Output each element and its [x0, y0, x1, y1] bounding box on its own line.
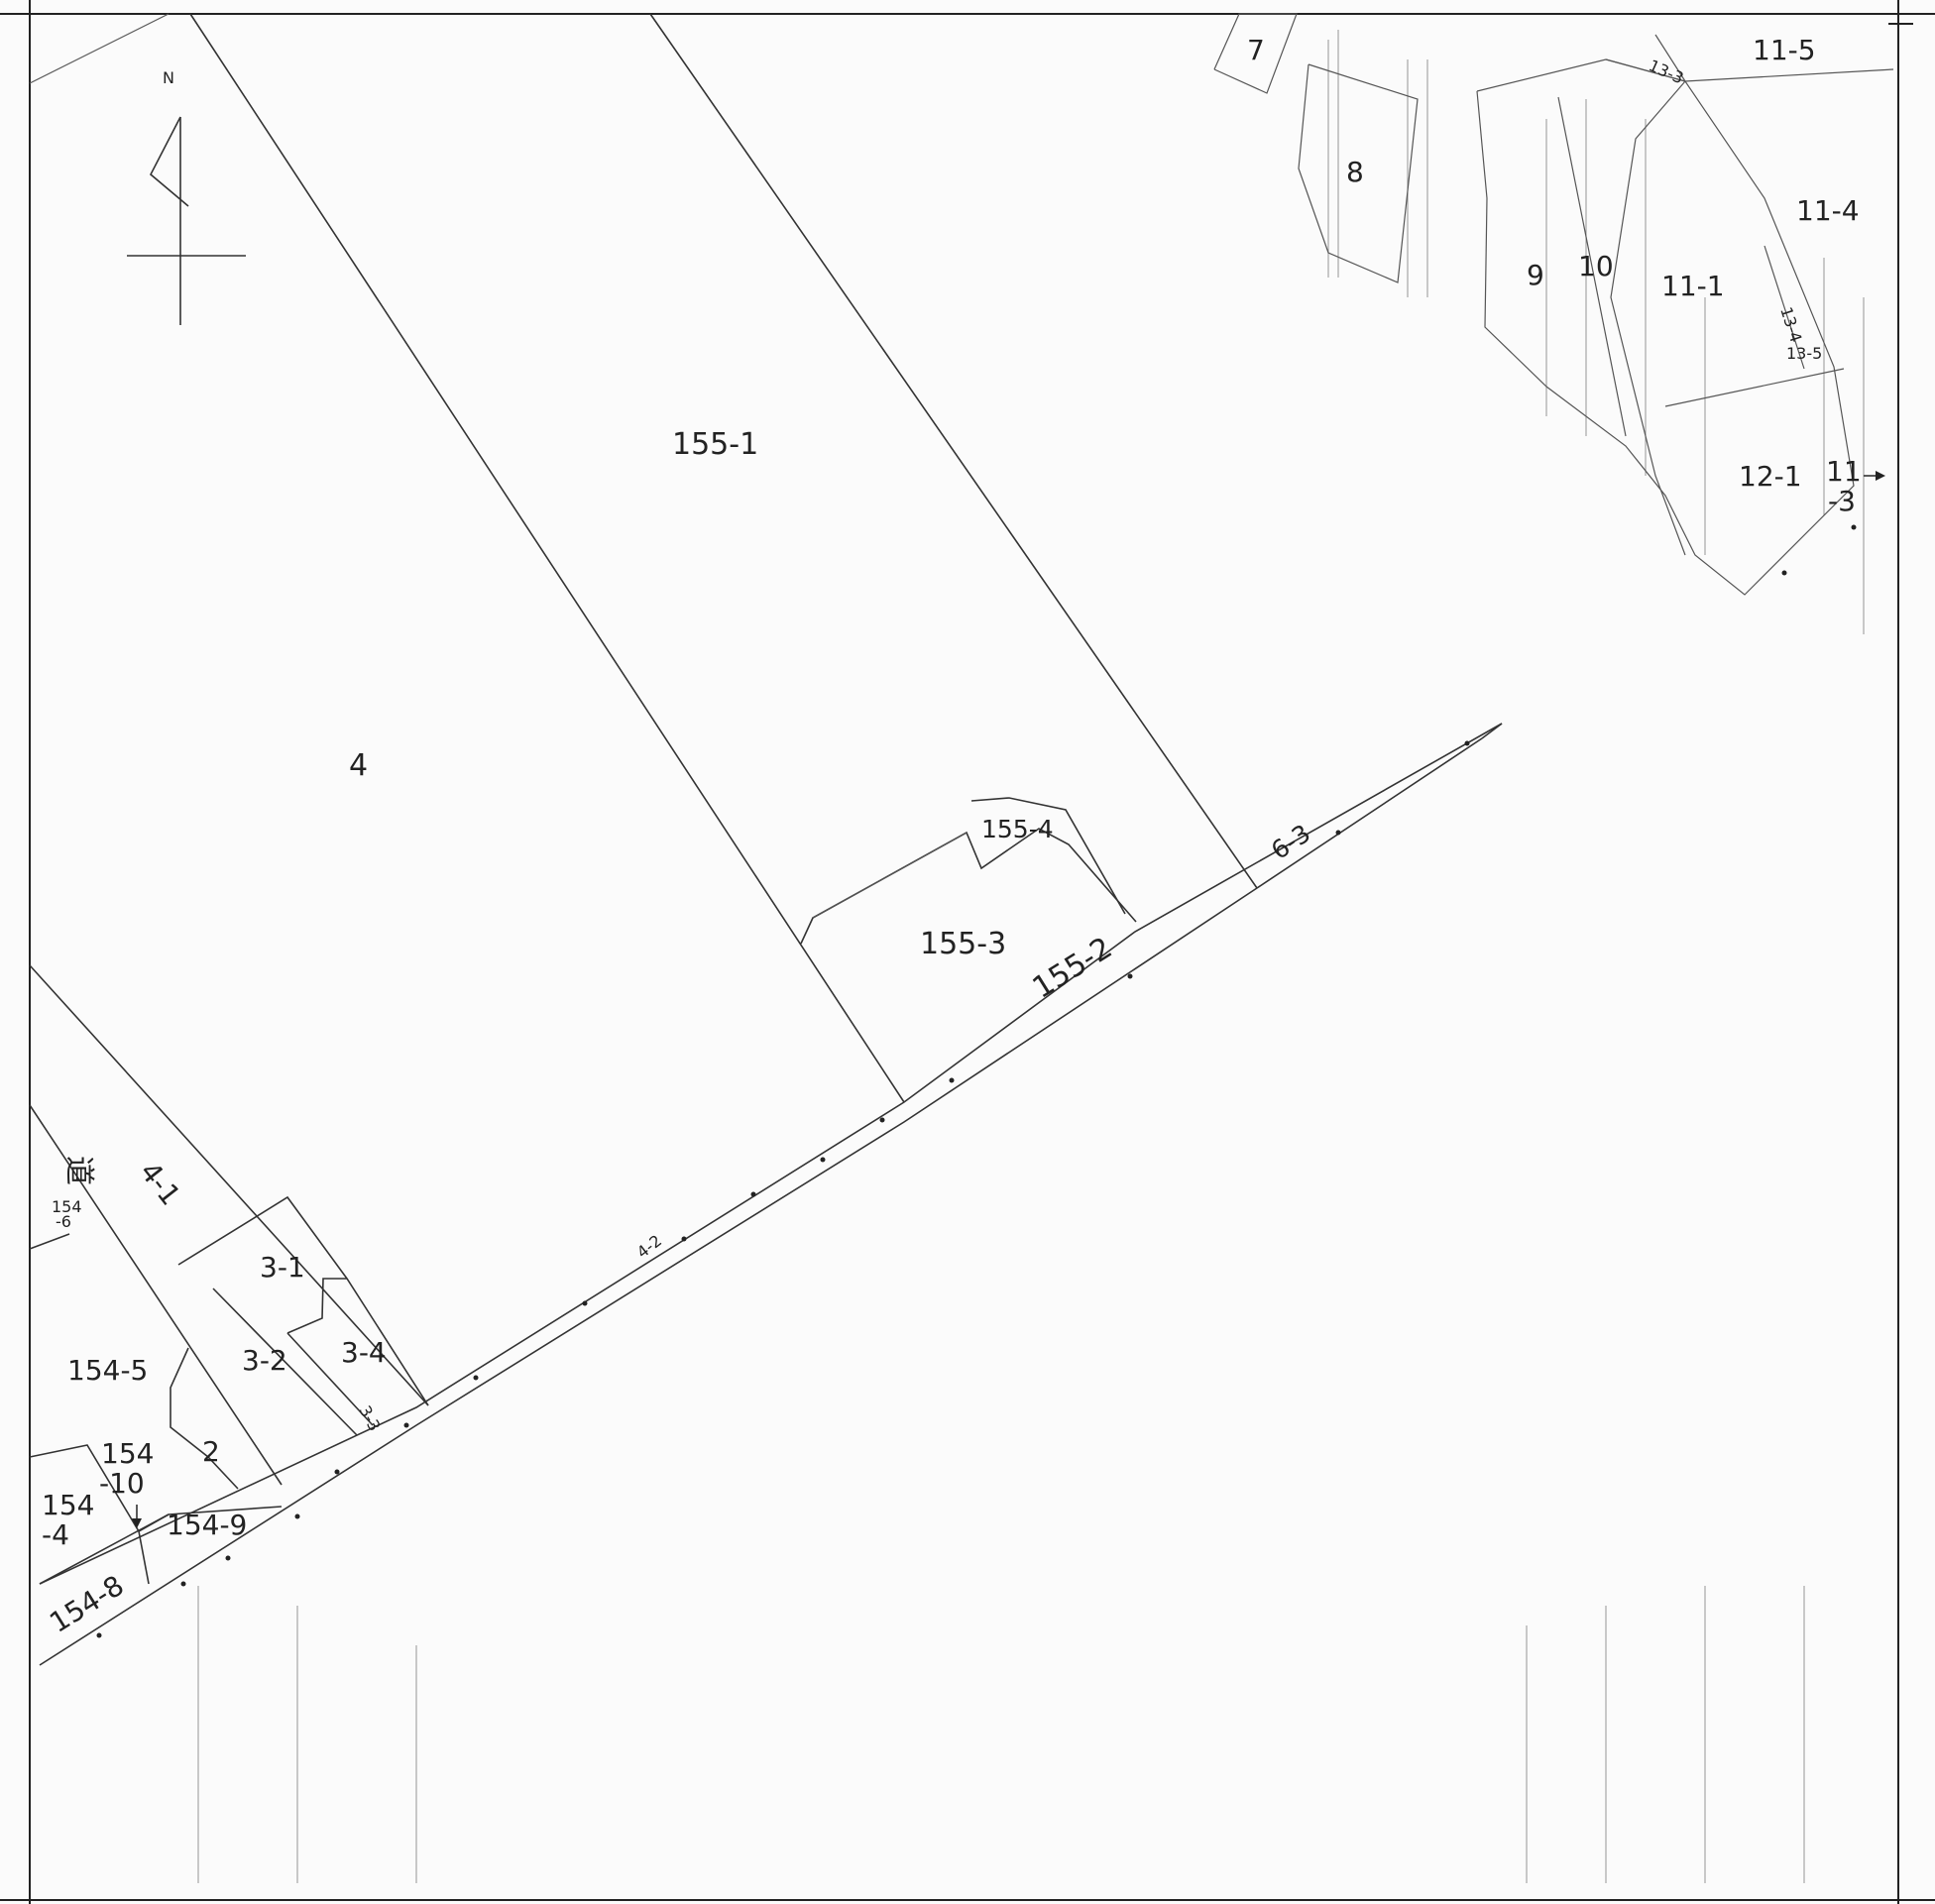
- parcel-label-154-10-top: 154: [101, 1437, 154, 1470]
- parcel-label-11-5: 11-5: [1753, 34, 1816, 66]
- parcel-boundaries: [29, 13, 1894, 1666]
- leader-arrows: [132, 471, 1885, 1528]
- parcel-label-10: 10: [1578, 250, 1614, 282]
- parcel-label-155-4: 155-4: [981, 815, 1054, 843]
- north-label: N: [163, 68, 174, 87]
- parcel-label-154-8: 154-8: [44, 1569, 129, 1639]
- parcel-label-13-3: 13-3: [1646, 56, 1686, 87]
- parcel-label-155-3: 155-3: [920, 927, 1006, 961]
- parcel-label-13-4: 13-4: [1776, 304, 1805, 344]
- parcel-label-6-3: 6-3: [1266, 819, 1315, 865]
- parcel-label-7: 7: [1247, 34, 1265, 66]
- parcel-label-4-2: 4-2: [633, 1231, 665, 1262]
- parcel-label-11-3-top: 11: [1826, 455, 1862, 488]
- parcel-label-4-1: 4-1: [133, 1156, 186, 1211]
- parcel-label-4: 4: [349, 748, 368, 783]
- road-survey-points: [96, 524, 1857, 1638]
- parcel-label-154-6-bottom: -6: [56, 1212, 71, 1231]
- parcel-label-3-4: 3-4: [341, 1336, 387, 1369]
- north-arrow-icon: [127, 116, 246, 325]
- parcel-label-3-1: 3-1: [260, 1251, 305, 1284]
- parcel-labels: N 155-1 155-2 155-3 155-4 4 4-1 4-2 6-3 …: [42, 34, 1862, 1639]
- parcel-label-12-1: 12-1: [1739, 460, 1802, 493]
- parcel-label-9: 9: [1527, 259, 1544, 291]
- parcel-label-154-4-bottom: -4: [42, 1518, 69, 1551]
- road-label: 道: [61, 1156, 96, 1185]
- parcel-label-8: 8: [1346, 156, 1364, 188]
- parcel-label-155-2: 155-2: [1027, 931, 1118, 1006]
- parcel-label-154-9: 154-9: [167, 1509, 247, 1541]
- parcel-label-11-1: 11-1: [1661, 270, 1725, 302]
- parcel-label-154-6-top: 154: [52, 1197, 82, 1216]
- parcel-label-11-4: 11-4: [1796, 194, 1860, 227]
- parcel-label-154-4-top: 154: [42, 1489, 94, 1521]
- parcel-label-154-5: 154-5: [67, 1354, 148, 1387]
- parcel-label-154-10-bottom: -10: [99, 1467, 145, 1500]
- parcel-label-155-1: 155-1: [672, 427, 758, 462]
- hatching-decor: [197, 30, 1865, 1883]
- parcel-label-2: 2: [202, 1435, 220, 1468]
- parcel-label-3-2: 3-2: [242, 1344, 287, 1377]
- parcel-label-13-5: 13-5: [1786, 344, 1822, 363]
- parcel-label-3-3: 3-3: [355, 1402, 384, 1434]
- parcel-label-11-3-bottom: -3: [1828, 485, 1856, 517]
